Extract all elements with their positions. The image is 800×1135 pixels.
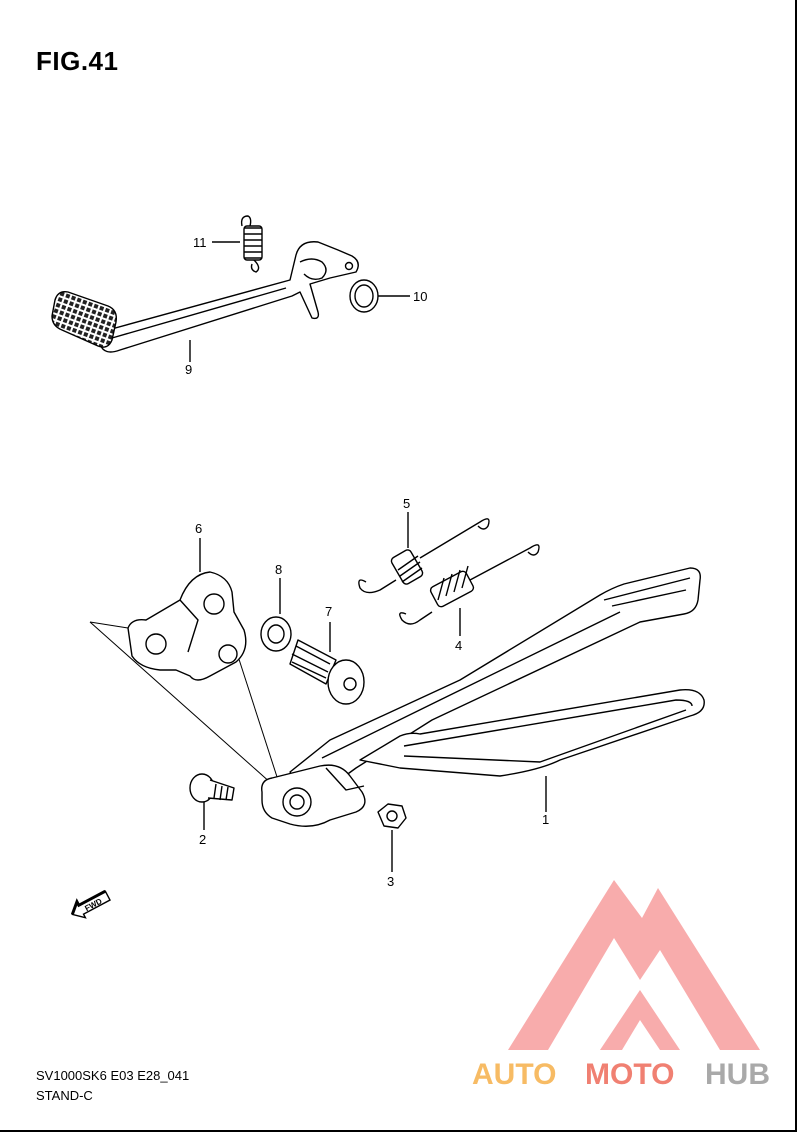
callout-10: 10 (413, 289, 427, 304)
pedal-arm (99, 241, 359, 353)
washer-10 (349, 279, 379, 313)
spring-5 (358, 518, 490, 594)
spring-4 (399, 544, 540, 625)
stand-leg-loop (359, 689, 705, 777)
bolt-7 (289, 639, 365, 705)
footer-code: SV1000SK6 E03 E28_041 (36, 1068, 190, 1083)
pedal-foot-pad (51, 290, 118, 348)
washer-8 (260, 616, 292, 652)
automotohub-logo: AUTO MOTO HUB (472, 880, 770, 1091)
return-spring-11 (240, 215, 263, 273)
nut-3 (377, 803, 407, 829)
callout-8: 8 (275, 562, 282, 577)
callout-3: 3 (387, 874, 394, 889)
callout-11: 11 (193, 235, 207, 250)
callout-6: 6 (195, 521, 202, 536)
figure-title: FIG.41 (36, 46, 119, 76)
logo-auto: AUTO (472, 1058, 556, 1091)
stand-assembly (89, 512, 705, 872)
fwd-arrow-icon: FWD (70, 889, 111, 919)
bracket-6 (127, 571, 247, 681)
pedal-assembly (51, 215, 410, 362)
callout-5: 5 (403, 496, 410, 511)
callout-4: 4 (455, 638, 462, 653)
logo-moto: MOTO (585, 1058, 674, 1091)
stand-pivot (261, 764, 366, 827)
callout-7: 7 (325, 604, 332, 619)
callout-1: 1 (542, 812, 549, 827)
callout-2: 2 (199, 832, 206, 847)
footer-name: STAND-C (36, 1088, 93, 1103)
bolt-2 (189, 773, 235, 803)
logo-hub: HUB (705, 1058, 770, 1091)
callout-9: 9 (185, 362, 192, 377)
